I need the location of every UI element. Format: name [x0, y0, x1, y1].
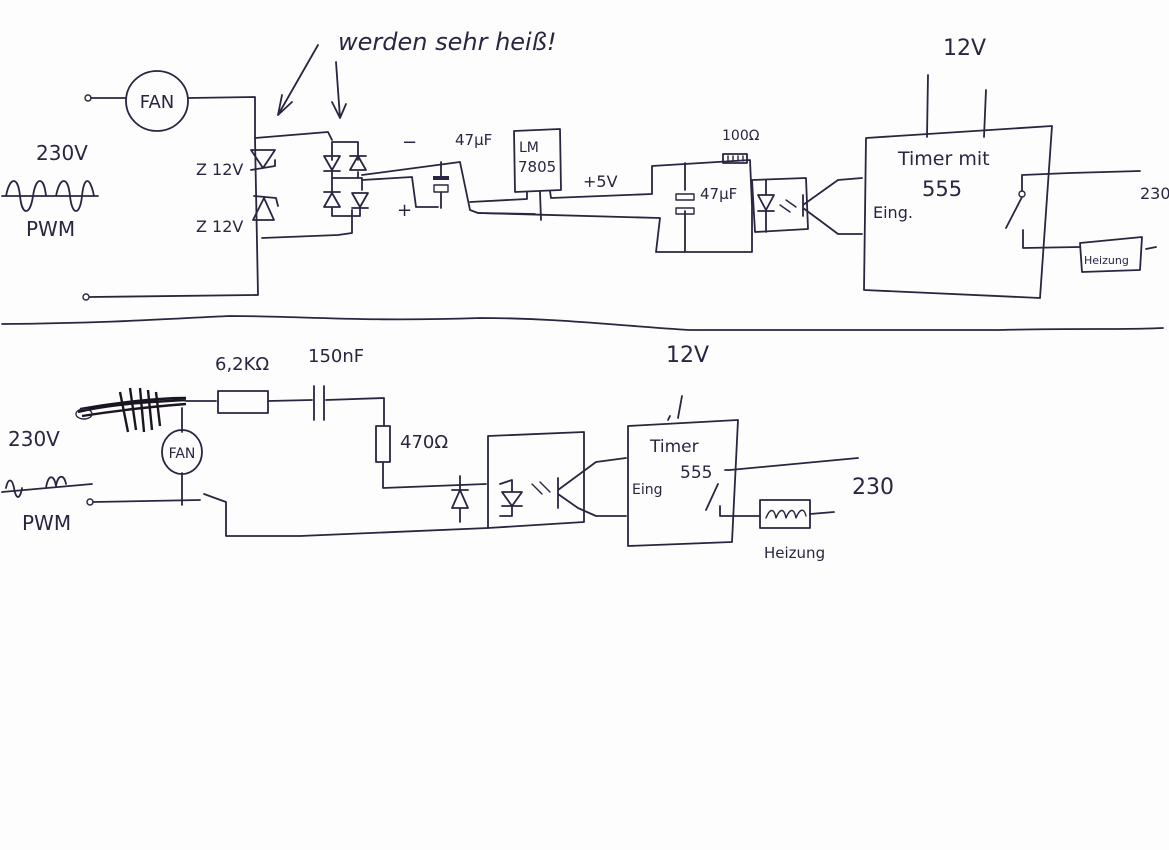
electrolytic-capacitor-1 [433, 161, 449, 209]
annotation-text: werden sehr heiß! [338, 28, 556, 56]
resistor-2-label: 470Ω [400, 432, 448, 453]
fan-label-2: FAN [169, 446, 196, 462]
bridge-plus-label: + [397, 200, 412, 221]
zener-2-label: Z 12V [196, 217, 243, 236]
pwm-waveform-icon [1, 180, 99, 212]
terminal-bottom [82, 293, 90, 301]
source-pwm-label-2: PWM [22, 511, 71, 535]
source-voltage-label-2: 230V [8, 427, 60, 451]
bridge-minus-label: − [402, 132, 417, 153]
opto-light-arrows-icon-2 [531, 481, 551, 495]
timer-label-2: 555 [922, 177, 962, 201]
timer-input-label: Eing. [873, 203, 913, 222]
regulated-voltage-label: +5V [583, 172, 618, 191]
wire [382, 461, 487, 489]
timer-label-1: Timer mit [897, 148, 990, 170]
supply-wires [926, 74, 987, 138]
opto-led-icon [757, 179, 775, 233]
heater-coil-icon [765, 509, 807, 519]
mains-label: 230 [1140, 184, 1169, 203]
electrolytic-capacitor-2 [675, 162, 695, 253]
heater-block [1079, 236, 1143, 273]
capacitor-label: 150nF [308, 346, 364, 367]
source-pwm-label: PWM [26, 217, 75, 241]
zener-1-label: Z 12V [196, 160, 243, 179]
top-circuit: werden sehr heiß! 230V PWM FAN Z 12V Z 1… [1, 28, 1169, 301]
scribbled-out-wire [77, 387, 187, 433]
capacitor-150nf [267, 385, 385, 426]
optocoupler [751, 177, 809, 233]
protection-diode-icon [451, 475, 469, 523]
wire [254, 131, 353, 239]
opto-transistor-icon-2 [557, 457, 627, 517]
annotation-arrow-left [277, 44, 319, 116]
resistor-100-ohm [722, 153, 748, 164]
resistor-470-ohm [375, 425, 391, 463]
supply-12v-label-2: 12V [666, 343, 709, 368]
heater-label: Heizung [1084, 254, 1129, 267]
mains-label-2: 230 [852, 475, 894, 500]
fan-symbol [125, 70, 189, 132]
timer-label-2-2: 555 [680, 463, 712, 483]
supply-12v-label: 12V [943, 36, 986, 61]
bottom-circuit: 230V FAN PWM 6,2KΩ 150nF 470Ω 12V Timer … [1, 343, 894, 562]
voltage-regulator [513, 128, 562, 193]
fan-label: FAN [140, 92, 174, 113]
timer-label-1-2: Timer [649, 437, 699, 457]
fan-symbol-2 [161, 429, 203, 475]
opto-led-icon-2 [499, 479, 523, 517]
cap-1-label: 47µF [455, 131, 492, 149]
pwm-waveform-icon-2 [1, 475, 93, 498]
resistor-100-label: 100Ω [722, 128, 760, 144]
timer-555-block [863, 125, 1053, 299]
section-divider [1, 315, 1164, 331]
relay-contact-icon-2 [705, 457, 859, 517]
optocoupler-2 [487, 431, 585, 529]
bridge-rectifier [323, 141, 369, 217]
timer-555-block-2 [627, 419, 739, 547]
resistor-6k2 [217, 390, 269, 414]
wire [92, 493, 489, 537]
wire [469, 159, 753, 253]
source-voltage-label: 230V [36, 141, 88, 165]
annotation-arrow-right [331, 61, 347, 119]
relay-contact-icon [1005, 170, 1141, 249]
regulator-label-1: LM [519, 140, 539, 156]
opto-transistor-icon [802, 177, 863, 235]
resistor-1-label: 6,2KΩ [215, 354, 269, 375]
supply-wires-2 [667, 395, 683, 421]
timer-input-label-2: Eing [632, 482, 663, 498]
opto-light-arrows-icon [779, 199, 797, 213]
regulator-label-2: 7805 [518, 158, 556, 176]
cap-2-label: 47µF [700, 185, 737, 203]
zener-diode-1 [250, 149, 276, 171]
heater-label-2: Heizung [764, 544, 825, 562]
zener-diode-2 [252, 195, 279, 221]
